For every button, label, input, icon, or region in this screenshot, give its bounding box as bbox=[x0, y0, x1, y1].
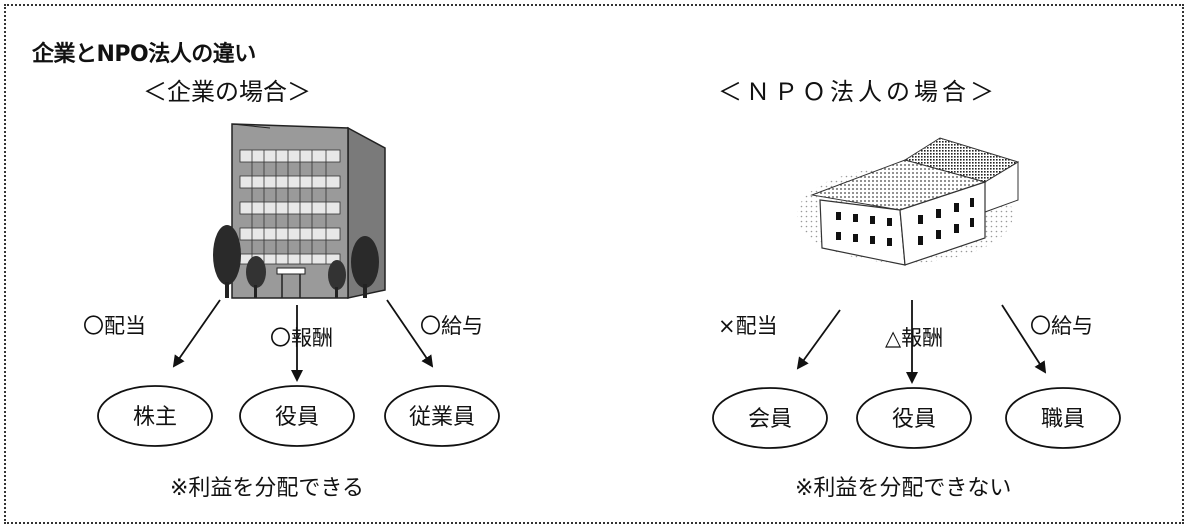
company-flow-label-dividend: 〇配当 bbox=[83, 314, 146, 338]
company-flow-label-salary: 〇給与 bbox=[420, 314, 483, 338]
page-title: 企業とNPO法人の違い bbox=[32, 42, 256, 67]
arrow-dividend bbox=[172, 299, 221, 368]
npo-heading: ＜ＮＰＯ法人の場合＞ bbox=[718, 78, 998, 106]
node-staff: 職員 bbox=[1005, 387, 1121, 449]
npo-flow-label-dividend: ×配当 bbox=[718, 314, 778, 338]
npo-house-icon bbox=[797, 137, 1020, 266]
svg-text:職員: 職員 bbox=[1041, 407, 1085, 432]
company-arrows bbox=[172, 299, 434, 382]
svg-text:役員: 役員 bbox=[275, 405, 319, 430]
office-building-icon bbox=[213, 123, 386, 299]
arrow-salary bbox=[386, 299, 434, 368]
npo-arrows bbox=[796, 300, 1047, 384]
company-heading: ＜企業の場合＞ bbox=[143, 78, 311, 106]
npo-note: ※利益を分配できない bbox=[795, 476, 1012, 501]
svg-text:会員: 会員 bbox=[748, 407, 792, 432]
npo-flow-label-officer: △報酬 bbox=[885, 326, 943, 350]
svg-text:役員: 役員 bbox=[892, 407, 936, 432]
arrow-npo-salary bbox=[1001, 304, 1047, 374]
node-member: 会員 bbox=[712, 387, 828, 449]
arrow-npo-dividend bbox=[796, 309, 841, 370]
npo-flow-label-salary: 〇給与 bbox=[1030, 314, 1093, 338]
node-employee: 従業員 bbox=[384, 385, 500, 447]
node-officer: 役員 bbox=[239, 385, 355, 447]
company-note: ※利益を分配できる bbox=[170, 476, 364, 501]
svg-text:従業員: 従業員 bbox=[409, 405, 475, 430]
svg-text:株主: 株主 bbox=[133, 405, 177, 430]
node-shareholder: 株主 bbox=[97, 385, 213, 447]
company-flow-label-officer: 〇報酬 bbox=[270, 326, 333, 350]
node-npo-officer: 役員 bbox=[856, 387, 972, 449]
comparison-diagram: 〇配当 〇報酬 〇給与 ×配当 △報酬 〇給与 株主 役員 従業員 会員 役員 … bbox=[83, 123, 1121, 449]
